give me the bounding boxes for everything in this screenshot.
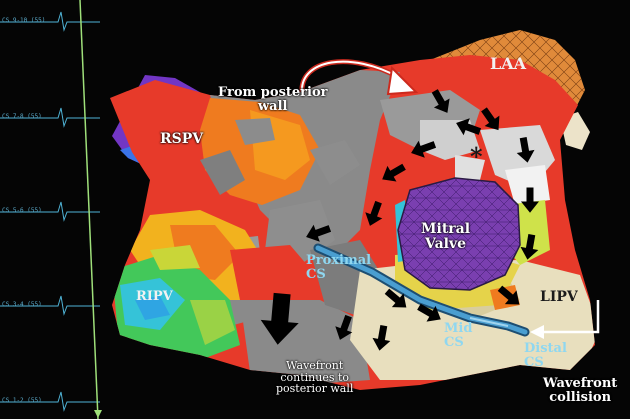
label-mid-cs: Mid CS [444,321,473,350]
ecg-label-3: CS 5-6 (55) [2,207,42,214]
label-distal-cs: Distal CS [524,341,567,370]
ecg-label-5: CS 1-2 (55) [2,397,42,404]
arrow [382,163,406,182]
label-from-posterior-wall: From posterior wall [218,85,328,114]
arrow [481,107,500,131]
label-laa: LAA [490,54,527,73]
asterisk-marker: * [470,142,483,171]
activation-arrows [260,89,540,351]
label-rspv: RSPV [160,131,204,147]
label-proximal-cs: Proximal CS [306,253,372,282]
arrow [516,137,535,163]
arrow [520,187,540,213]
arrow [306,224,332,242]
ecg-label-1: CS 9-10 (55) [2,17,46,24]
ecg-label-2: CS 7-8 (55) [2,113,42,120]
large-arrow [260,292,299,345]
arrow [335,314,353,340]
arrow [411,140,437,158]
collision-arrow [540,300,600,334]
label-lipv: LIPV [540,289,578,305]
label-wavefront-continues: Wavefront continues to posterior wall [276,359,354,396]
arrow [456,118,482,136]
arrow [520,234,539,260]
arrow [365,200,383,226]
arrow [372,325,391,351]
ecg-traces [0,11,100,412]
label-wavefront-collision: Wavefront collision [543,376,618,405]
arrow [384,288,407,308]
label-mitral-valve: Mitral Valve [421,221,471,252]
arrow [417,303,441,322]
arrow [431,89,450,113]
arrow [497,285,520,305]
ecg-label-4: CS 3-4 (55) [2,301,42,308]
ecg-cursor [79,0,99,419]
label-ripv: RIPV [136,289,173,304]
